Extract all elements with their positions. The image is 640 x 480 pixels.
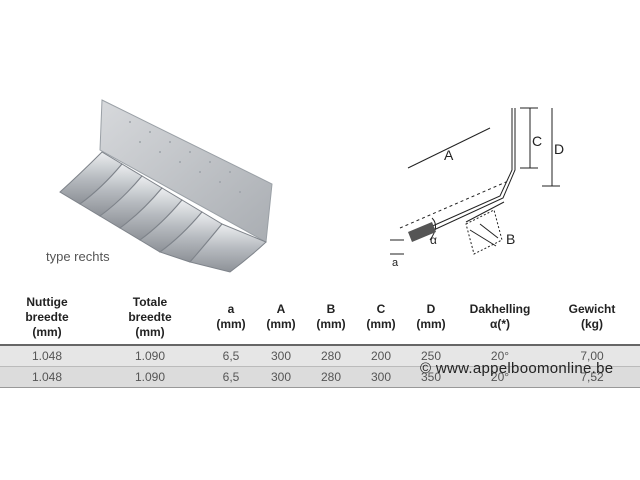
table-row: 1.048 1.090 6,5 300 280 300 350 20° 7,52 (0, 366, 640, 388)
table-cell: 20° (456, 345, 544, 367)
table-cell: 300 (356, 366, 406, 388)
label-a-upper: A (444, 147, 454, 163)
dimension-diagram: C D A B α a (390, 107, 564, 269)
header-c: C (mm) (356, 290, 406, 346)
header-a-small: a (mm) (206, 290, 256, 346)
table-cell: 1.048 (0, 366, 94, 388)
table-row: 1.048 1.090 6,5 300 280 200 250 20° 7,00 (0, 345, 640, 367)
table-cell: 300 (256, 366, 306, 388)
table-cell: 1.048 (0, 345, 94, 367)
header-dakhelling: Dakhelling α(*) (456, 290, 544, 346)
label-d: D (554, 141, 564, 157)
table-cell: 6,5 (206, 366, 256, 388)
product-image (59, 99, 273, 273)
table-cell: 7,52 (544, 366, 640, 388)
header-totale-breedte: Totale breedte (mm) (94, 290, 206, 346)
header-d: D (mm) (406, 290, 456, 346)
table-cell: 250 (406, 345, 456, 367)
label-c: C (532, 133, 542, 149)
table-cell: 350 (406, 366, 456, 388)
table-cell: 280 (306, 366, 356, 388)
table-cell: 6,5 (206, 345, 256, 367)
table-cell: 20° (456, 366, 544, 388)
table-cell: 1.090 (94, 345, 206, 367)
header-a-upper: A (mm) (256, 290, 306, 346)
watermark-text: © www.appelboomonline.be (420, 360, 614, 377)
table-cell: 1.090 (94, 366, 206, 388)
product-caption: type rechts (46, 249, 110, 264)
header-nuttige-breedte: Nuttige breedte (mm) (0, 290, 94, 346)
header-b: B (mm) (306, 290, 356, 346)
header-row: Nuttige breedte (mm) Totale breedte (mm)… (0, 290, 640, 346)
table-cell: 200 (356, 345, 406, 367)
spec-table: Nuttige breedte (mm) Totale breedte (mm)… (0, 290, 640, 388)
table-cell: 280 (306, 345, 356, 367)
table-cell: 300 (256, 345, 306, 367)
table-cell: 7,00 (544, 345, 640, 367)
label-alpha: α (430, 233, 437, 247)
label-b: B (506, 231, 515, 247)
header-gewicht: Gewicht (kg) (544, 290, 640, 346)
label-a-lower: a (392, 257, 399, 269)
